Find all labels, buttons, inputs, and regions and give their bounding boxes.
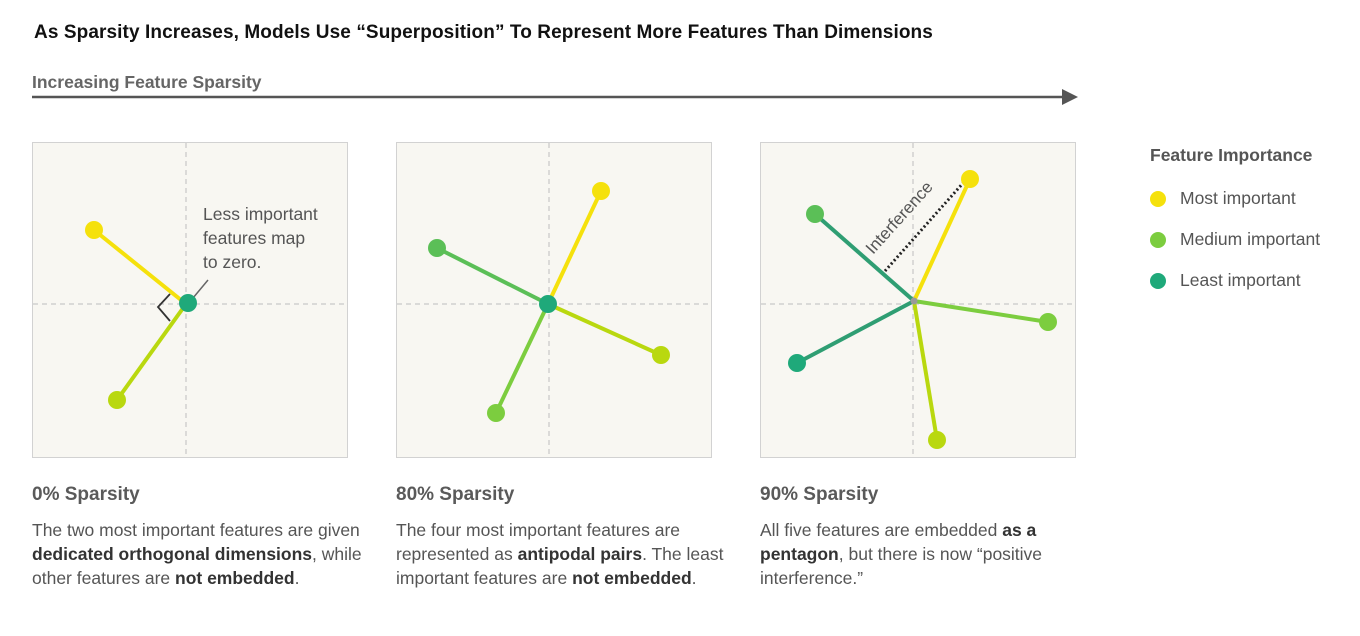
legend-label-most: Most important	[1180, 188, 1296, 208]
feature-vector-most	[92, 228, 188, 306]
feature-vector-3	[913, 299, 1049, 324]
interference-line	[883, 181, 966, 272]
panel-90-diagram: Interference	[761, 143, 1075, 457]
feature-vector-1	[546, 190, 603, 305]
feature-point-origin	[179, 294, 197, 312]
legend-dot-medium	[1150, 231, 1166, 248]
caption-text-80: The four most important features are rep…	[396, 520, 724, 588]
caption-text-0: The two most important features are give…	[32, 520, 362, 588]
feature-point-4	[788, 354, 806, 372]
feature-point-4	[487, 404, 505, 422]
feature-vector-2	[813, 212, 916, 303]
legend-dot-most	[1150, 190, 1166, 207]
annotation-leader	[192, 279, 209, 299]
legend-label-least: Least important	[1180, 270, 1301, 290]
feature-vector-3	[547, 302, 662, 357]
feature-importance-legend: Feature Importance Most important Medium…	[1150, 145, 1320, 301]
legend-item-least: Least important	[1150, 260, 1320, 301]
legend-dot-least	[1150, 272, 1166, 289]
interference-label: Interference	[862, 178, 937, 258]
panel-80-sparsity	[396, 142, 712, 458]
feature-point-2	[428, 239, 446, 257]
feature-vector-medium	[115, 302, 188, 402]
legend-item-most: Most important	[1150, 178, 1320, 219]
caption-title-80: 80% Sparsity	[396, 484, 515, 505]
caption-text-90: All five features are embedded as a pent…	[760, 520, 1043, 588]
legend-item-medium: Medium important	[1150, 219, 1320, 260]
feature-vector-1	[912, 178, 972, 302]
feature-point-3	[1039, 313, 1057, 331]
caption-title-90: 90% Sparsity	[760, 484, 879, 505]
feature-point-origin	[539, 295, 557, 313]
feature-vector-5	[912, 300, 939, 441]
sparsity-arrow	[32, 89, 1078, 105]
feature-point-1	[961, 170, 979, 188]
panel-80-diagram	[397, 143, 711, 457]
right-angle-marker	[156, 293, 171, 322]
page-title: As Sparsity Increases, Models Use “Super…	[34, 22, 933, 43]
feature-point-3	[652, 346, 670, 364]
feature-point-1	[592, 182, 610, 200]
legend-label-medium: Medium important	[1180, 229, 1321, 249]
sparsity-axis-label: Increasing Feature Sparsity	[32, 72, 262, 92]
panel-90-sparsity: Interference	[760, 142, 1076, 458]
feature-point-origin	[910, 297, 918, 305]
feature-point-medium	[108, 391, 126, 409]
feature-point-most	[85, 221, 103, 239]
caption-title-0: 0% Sparsity	[32, 484, 140, 505]
feature-vector-2	[436, 246, 549, 306]
feature-vector-4	[796, 299, 915, 365]
panel-0-sparsity	[32, 142, 348, 458]
feature-point-2	[806, 205, 824, 223]
panel-0-diagram	[33, 143, 347, 457]
feature-vector-4	[494, 303, 550, 414]
feature-point-5	[928, 431, 946, 449]
zero-map-annotation: Less important features map to zero.	[203, 204, 318, 272]
legend-title: Feature Importance	[1150, 145, 1313, 165]
